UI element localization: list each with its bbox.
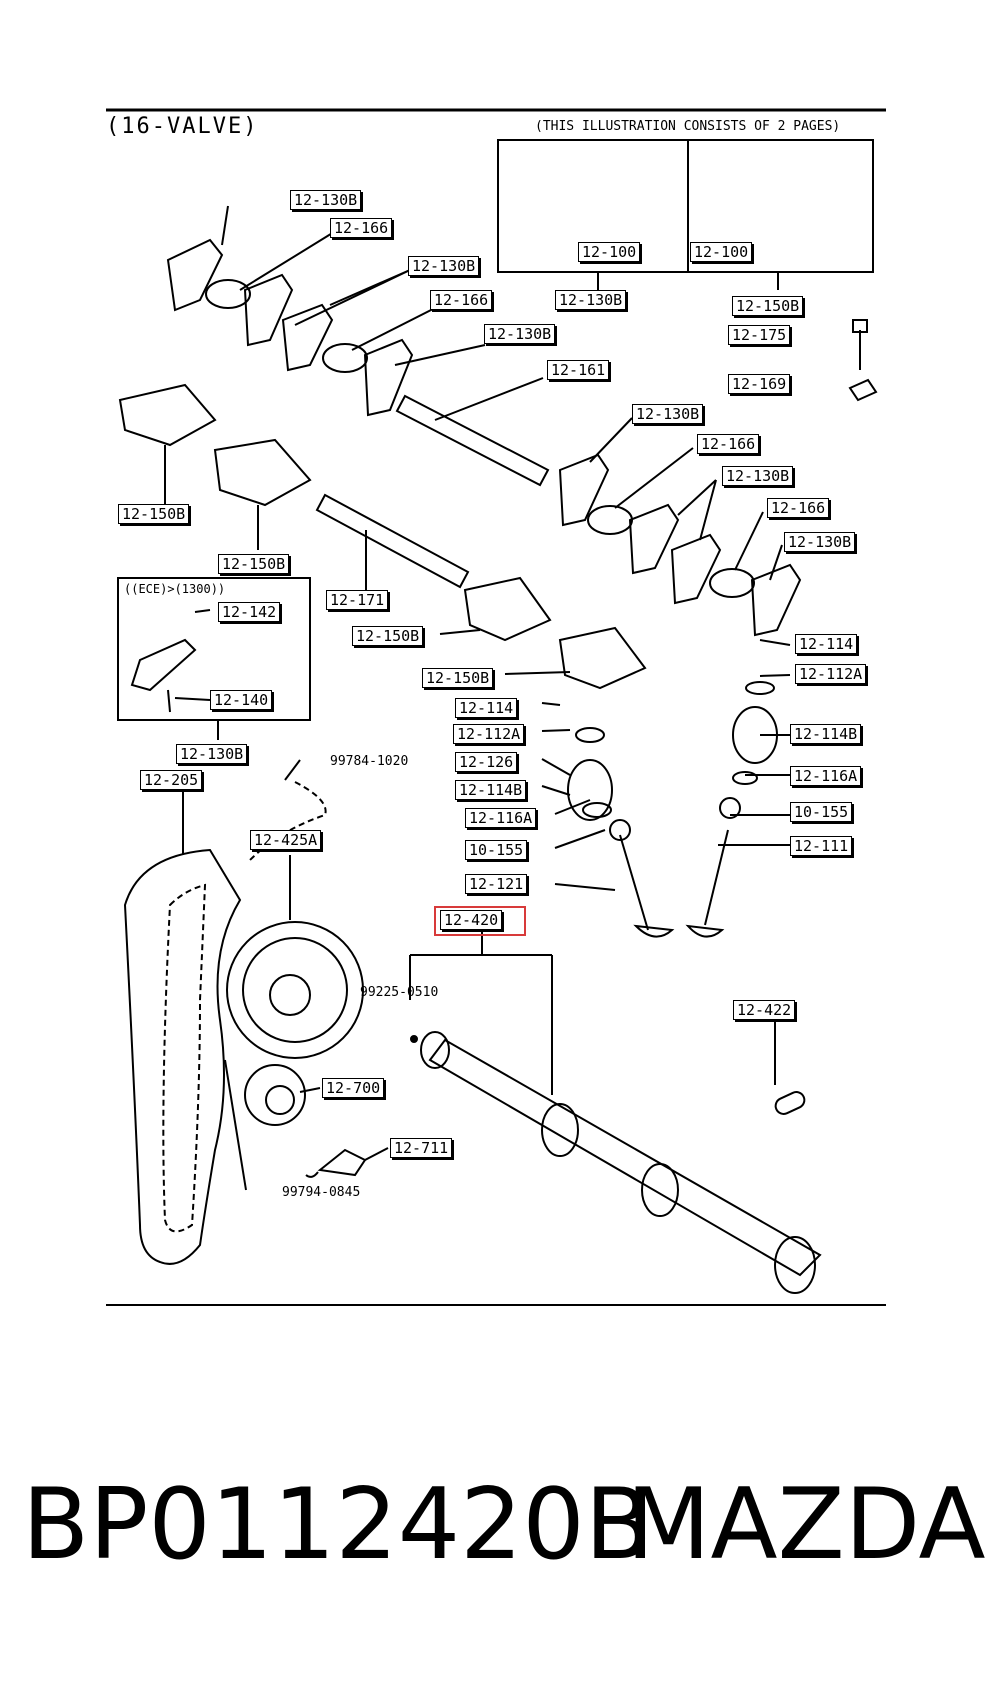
label-12-150b[interactable]: 12-150B (218, 554, 290, 574)
label-12-112a[interactable]: 12-112A (453, 724, 525, 744)
label-12-114b[interactable]: 12-114B (455, 780, 527, 800)
label-12-130b[interactable]: 12-130B (784, 532, 856, 552)
label-12-140[interactable]: 12-140 (210, 690, 273, 710)
label-12-150b[interactable]: 12-150B (732, 296, 804, 316)
label-12-100[interactable]: 12-100 (690, 242, 753, 262)
label-12-112a[interactable]: 12-112A (795, 664, 867, 684)
label-10-155[interactable]: 10-155 (465, 840, 528, 860)
label-12-126[interactable]: 12-126 (455, 752, 518, 772)
label-12-420[interactable]: 12-420 (440, 910, 503, 930)
label-12-175[interactable]: 12-175 (728, 325, 791, 345)
label-12-116a[interactable]: 12-116A (465, 808, 537, 828)
part-number-bolt-top: 99784-1020 (330, 754, 409, 769)
label-12-130b[interactable]: 12-130B (290, 190, 362, 210)
label-12-114[interactable]: 12-114 (795, 634, 858, 654)
label-12-169[interactable]: 12-169 (728, 374, 791, 394)
label-12-130b[interactable]: 12-130B (176, 744, 248, 764)
label-12-100[interactable]: 12-100 (578, 242, 641, 262)
label-12-700[interactable]: 12-700 (322, 1078, 385, 1098)
label-12-121[interactable]: 12-121 (465, 874, 528, 894)
footer: BP0112420B MAZDA (22, 1468, 986, 1582)
label-12-130b[interactable]: 12-130B (632, 404, 704, 424)
label-12-711[interactable]: 12-711 (390, 1138, 453, 1158)
page-note: (THIS ILLUSTRATION CONSISTS OF 2 PAGES) (535, 119, 841, 134)
label-12-425a[interactable]: 12-425A (250, 830, 322, 850)
label-12-166[interactable]: 12-166 (430, 290, 493, 310)
footer-part-number: BP0112420B (22, 1468, 653, 1582)
footer-brand: MAZDA (626, 1468, 986, 1582)
label-12-114[interactable]: 12-114 (455, 698, 518, 718)
label-12-171[interactable]: 12-171 (326, 590, 389, 610)
label-12-166[interactable]: 12-166 (767, 498, 830, 518)
inset-condition: ((ECE)>(1300)) (124, 582, 226, 596)
label-12-116a[interactable]: 12-116A (790, 766, 862, 786)
label-12-422[interactable]: 12-422 (733, 1000, 796, 1020)
label-12-130b[interactable]: 12-130B (484, 324, 556, 344)
label-12-150b[interactable]: 12-150B (352, 626, 424, 646)
label-12-150b[interactable]: 12-150B (422, 668, 494, 688)
label-12-161[interactable]: 12-161 (547, 360, 610, 380)
part-number-pin: 99225-0510 (360, 985, 439, 1000)
highlight-box (434, 906, 526, 936)
label-12-130b[interactable]: 12-130B (555, 290, 627, 310)
part-number-bolt-bottom: 99794-0845 (282, 1185, 361, 1200)
label-12-166[interactable]: 12-166 (330, 218, 393, 238)
label-10-155[interactable]: 10-155 (790, 802, 853, 822)
diagram-title: (16-VALVE) (106, 114, 259, 139)
label-12-166[interactable]: 12-166 (697, 434, 760, 454)
label-12-111[interactable]: 12-111 (790, 836, 853, 856)
label-12-130b[interactable]: 12-130B (408, 256, 480, 276)
label-12-205[interactable]: 12-205 (140, 770, 203, 790)
label-12-114b[interactable]: 12-114B (790, 724, 862, 744)
label-12-142[interactable]: 12-142 (218, 602, 281, 622)
label-12-150b[interactable]: 12-150B (118, 504, 190, 524)
label-12-130b[interactable]: 12-130B (722, 466, 794, 486)
